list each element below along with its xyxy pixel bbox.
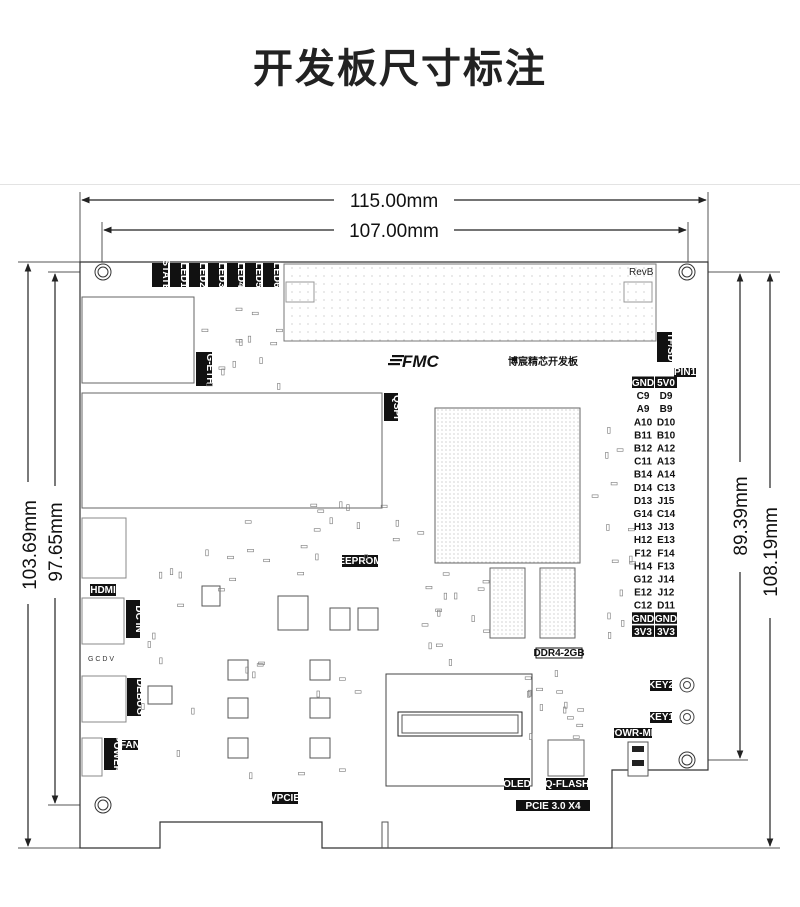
pcie-label: PCIE 3.0 X4 — [525, 801, 580, 812]
header-pin-label: A9 — [637, 404, 650, 415]
oled-label: OLED — [503, 779, 531, 790]
key1-button — [679, 709, 695, 725]
gcdv-label: G C D V — [88, 656, 114, 663]
led-label-3: LED3 — [216, 262, 227, 288]
ddr-chip-1 — [489, 567, 526, 639]
power-switch — [81, 737, 103, 777]
ddr-label: DDR4-2GB — [533, 648, 584, 659]
header-pin-label: E12 — [634, 588, 652, 599]
powr-md-label: POWR-MD — [608, 728, 658, 739]
header-pin-label: J14 — [658, 575, 675, 586]
dc-in-label: DC IN — [133, 605, 144, 632]
header-pin-label: B10 — [657, 430, 676, 441]
header-pin-label: H14 — [634, 561, 653, 572]
dim-height-inner-left: 97.65mm — [46, 502, 67, 581]
header-pin-label: A12 — [657, 444, 676, 455]
header-pin-label: B9 — [660, 404, 673, 415]
header-pin-label: E13 — [657, 535, 675, 546]
header-pin-label: D9 — [660, 391, 673, 402]
hdmi-connector — [81, 517, 127, 579]
debug-connector — [81, 675, 127, 723]
dim-width-outer: 115.00mm — [350, 191, 438, 212]
dim-height-outer-left: 103.69mm — [20, 500, 41, 590]
qspi-label: QSPI — [391, 395, 402, 419]
header-pin-label: C14 — [657, 509, 676, 520]
led-label-2: LED2 — [197, 262, 208, 288]
separator-line — [0, 184, 800, 185]
header-pin-label: GND — [655, 614, 677, 625]
fmc-logo: FMC — [388, 352, 440, 371]
header-pin-label: 3V3 — [634, 627, 652, 638]
header-pin-label: B11 — [634, 430, 652, 441]
revision-label: RevB — [629, 267, 654, 278]
fan-label: FAN — [120, 740, 140, 751]
header-pin-label: F12 — [634, 548, 652, 559]
header-pin-label: D14 — [634, 483, 653, 494]
header-pin-label: A10 — [634, 417, 653, 428]
ddr-chip-2 — [539, 567, 576, 639]
dim-width-inner: 107.00mm — [349, 221, 439, 242]
led-label-4: LED4 — [235, 262, 246, 288]
power-inductors — [147, 585, 379, 759]
fmc-connector — [283, 263, 657, 342]
header-pin-label: D11 — [657, 601, 675, 612]
geth-label-bg — [196, 352, 212, 386]
header-pin-label: J13 — [658, 522, 675, 533]
header-pin-label: 5V0 — [657, 378, 675, 389]
header-pin-label: 3V3 — [657, 627, 675, 638]
tfsd-label: TF/SD — [665, 333, 676, 362]
header-pin-label: G12 — [634, 575, 653, 586]
header-pin-label: H13 — [634, 522, 653, 533]
eeprom-label: EEPROM — [338, 556, 381, 567]
header-pin-label: G14 — [634, 509, 653, 520]
led-label-1: LED1 — [178, 262, 189, 288]
led-label-5: LED5 — [253, 262, 264, 288]
header-pin-label: H12 — [634, 535, 653, 546]
header-pin-label: B12 — [634, 444, 653, 455]
key2-button — [679, 677, 695, 693]
debug-label: DEBUG — [134, 679, 145, 715]
header-pin-label: GND — [632, 378, 654, 389]
fpga-chip — [434, 407, 581, 564]
header-pin-label: C12 — [634, 601, 653, 612]
header-pin-label: B14 — [634, 470, 653, 481]
led-labels: STATE LED1 LED2 LED3 LED4 LED5 LED6 — [152, 259, 282, 291]
silkscreen-passives — [141, 307, 636, 780]
qflash-chip — [547, 739, 585, 777]
led-label-state: STATE — [160, 259, 171, 291]
header-pin-label: C13 — [657, 483, 676, 494]
power-label: POWER — [111, 735, 122, 774]
header-pin-label: C11 — [634, 457, 652, 468]
brand-label: 博宸精芯开发板 — [508, 355, 579, 368]
ethernet-jack — [81, 296, 195, 384]
header-pin-label: D13 — [634, 496, 653, 507]
header-pin-label: GND — [632, 614, 654, 625]
header-pin-label: A14 — [657, 470, 676, 481]
header-pin-label: F13 — [657, 561, 675, 572]
mounting-holes — [94, 263, 696, 814]
header-pin-label: A13 — [657, 457, 676, 468]
qflash-label: Q-FLASH — [545, 779, 589, 790]
header-pin-label: C9 — [637, 391, 650, 402]
dim-height-outer-right: 108.19mm — [761, 507, 782, 597]
pin1-label: PIN1 — [674, 367, 697, 378]
header-pin-label: J12 — [658, 588, 675, 599]
header-pin-label: J15 — [658, 496, 675, 507]
led-label-6: LED6 — [271, 262, 282, 288]
page-title: 开发板尺寸标注 — [253, 46, 547, 92]
dc-in-jack — [81, 597, 125, 645]
vpcie-label: VPCIE — [270, 793, 300, 804]
dim-height-inner-right: 89.39mm — [731, 476, 752, 555]
header-pin-label: D10 — [657, 417, 676, 428]
hdmi-label: HDMI — [90, 585, 116, 596]
svg-text:FMC: FMC — [402, 352, 440, 371]
key1-label: KEY1 — [648, 712, 675, 723]
header-pin-label: F14 — [657, 548, 675, 559]
geth-label: G-ETH — [204, 353, 215, 384]
key2-label: KEY2 — [648, 680, 675, 691]
sodimm-slot — [81, 392, 383, 509]
